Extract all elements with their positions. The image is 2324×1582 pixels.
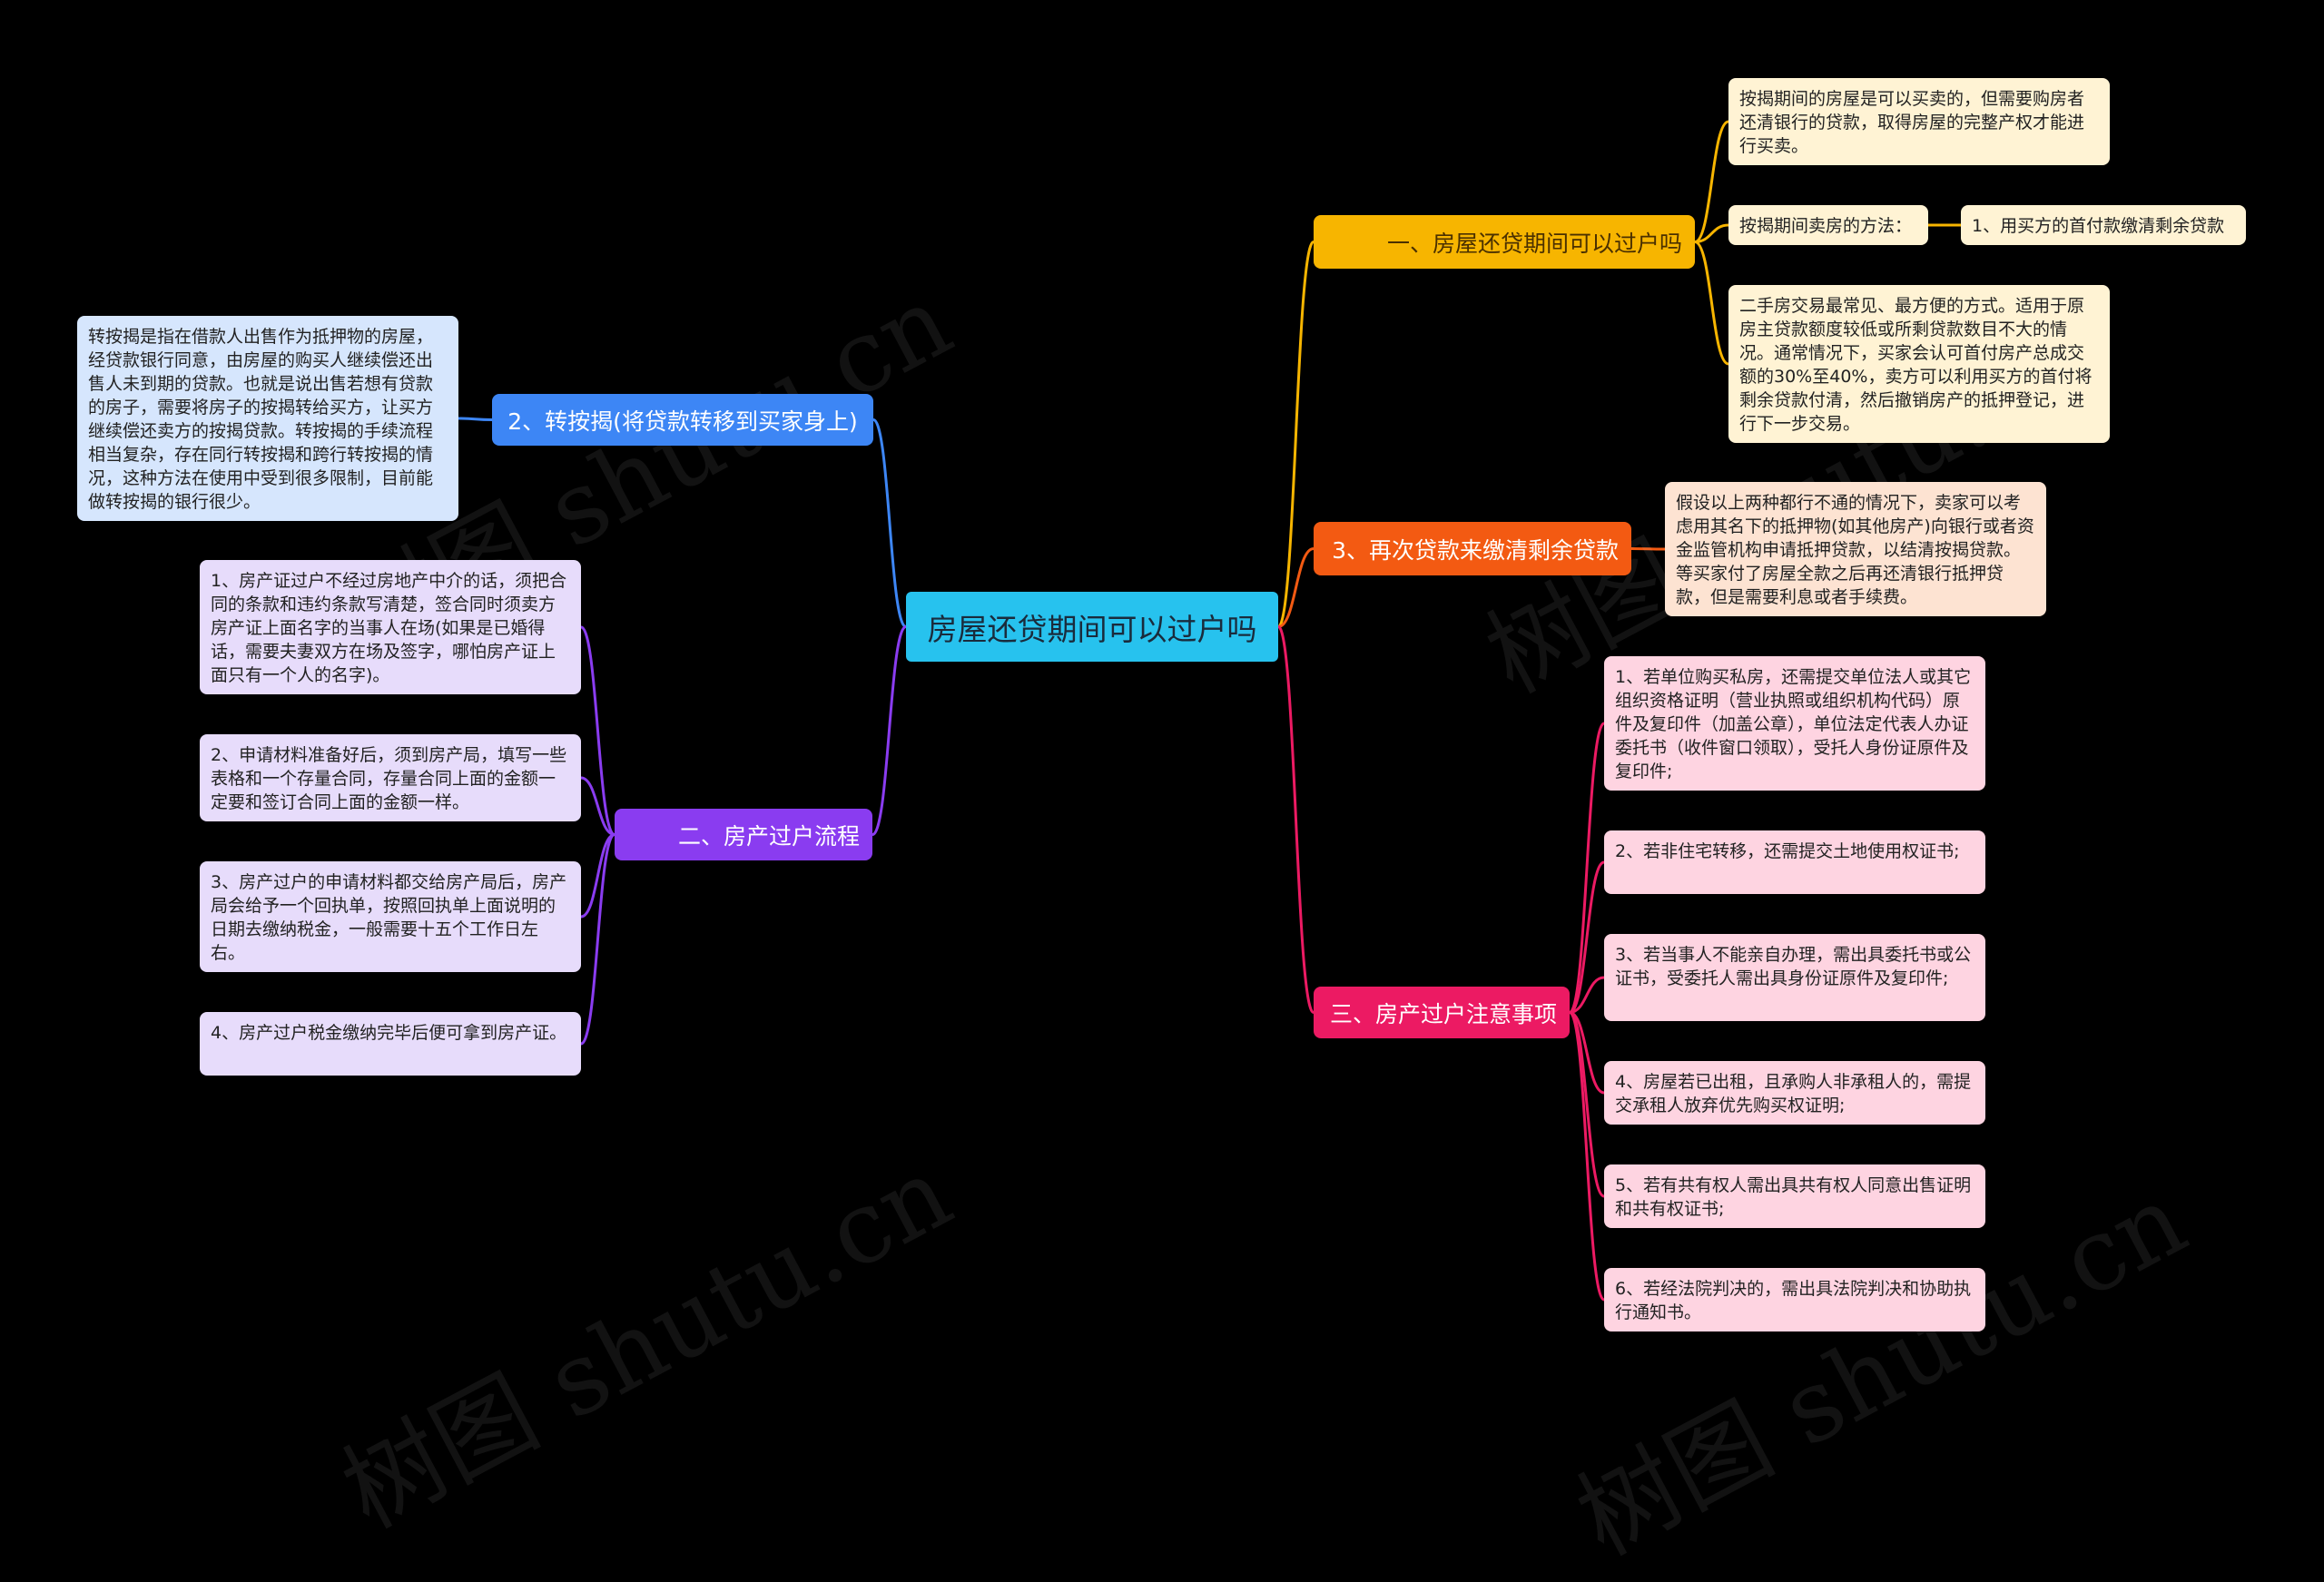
note-down-payment: 1、用买方的首付款缴清剩余贷款 [1961,205,2246,245]
connector [1569,976,1605,1014]
note-common-way: 二手房交易最常见、最方便的方式。适用于原房主贷款额度较低或所剩贷款数目不大的情况… [1728,285,2110,443]
list-item: 4、房屋若已出租，且承购人非承租人的，需提交承租人放弃优先购买权证明; [1604,1061,1985,1125]
note-mortgage-loan: 假设以上两种都行不通的情况下，卖家可以考虑用其名下的抵押物(如其他房产)向银行或… [1665,482,2046,616]
connector [580,833,615,1046]
connector [458,417,493,421]
connector [1694,241,1729,366]
mind-map: 树图 shutu.cn 树图 shutu.cn 树图 shutu.cn 树图 s… [77,78,2246,1577]
list-item: 4、房产过户税金缴纳完毕后便可拿到房产证。 [200,1012,581,1076]
connector [1276,625,1315,1014]
note-can-sell: 按揭期间的房屋是可以买卖的，但需要购房者还清银行的贷款，取得房屋的完整产权才能进… [1728,78,2110,165]
connector [1276,241,1315,628]
connector [1568,722,1606,1014]
connector [1694,223,1729,243]
list-item: 1、房产证过户不经过房地产中介的话，须把合同的条款和违约条款写清楚，签合同时须卖… [200,560,581,694]
connector [1630,547,1666,551]
note-sell-method: 按揭期间卖房的方法： [1728,205,1928,245]
list-item: 3、若当事人不能亲自办理，需出具委托书或公证书，受委托人需出具身份证原件及复印件… [1604,934,1985,1021]
connector [872,418,908,628]
connector [1277,547,1315,628]
branch-notes[interactable]: 三、房产过户注意事项 [1314,987,1570,1038]
list-item: 1、若单位购买私房，还需提交单位法人或其它组织资格证明（营业执照或组织机构代码）… [1604,656,1985,791]
connector-lines [458,120,1961,1302]
connector [1694,120,1729,243]
connector [580,776,615,836]
connector [1568,1011,1606,1302]
root-topic[interactable]: 房屋还贷期间可以过户吗 [906,592,1278,662]
connector [580,833,615,919]
connector [872,625,907,836]
connector [1569,860,1605,1014]
connector [1569,1011,1605,1095]
branch-can-transfer[interactable]: 一、房屋还贷期间可以过户吗 [1314,215,1695,269]
note-transfer-mortgage: 转按揭是指在借款人出售作为抵押物的房屋，经贷款银行同意，由房屋的购买人继续偿还出… [77,316,458,521]
list-item: 6、若经法院判决的，需出具法院判决和协助执行通知书。 [1604,1268,1985,1331]
list-item: 5、若有共有权人需出具共有权人同意出售证明和共有权证书; [1604,1164,1985,1228]
list-item: 2、申请材料准备好后，须到房产局，填写一些表格和一个存量合同，存量合同上面的金额… [200,734,581,821]
list-item: 3、房产过户的申请材料都交给房产局后，房产局会给予一个回执单，按照回执单上面说明… [200,861,581,972]
branch-transfer-process[interactable]: 二、房产过户流程 [615,809,872,860]
branch-transfer-mortgage[interactable]: 2、转按揭(将贷款转移到买家身上) [492,394,873,446]
branch-reloan[interactable]: 3、再次贷款来缴清剩余贷款 [1314,522,1631,575]
list-item: 2、若非住宅转移，还需提交土地使用权证书; [1604,830,1985,894]
connector [580,625,615,836]
